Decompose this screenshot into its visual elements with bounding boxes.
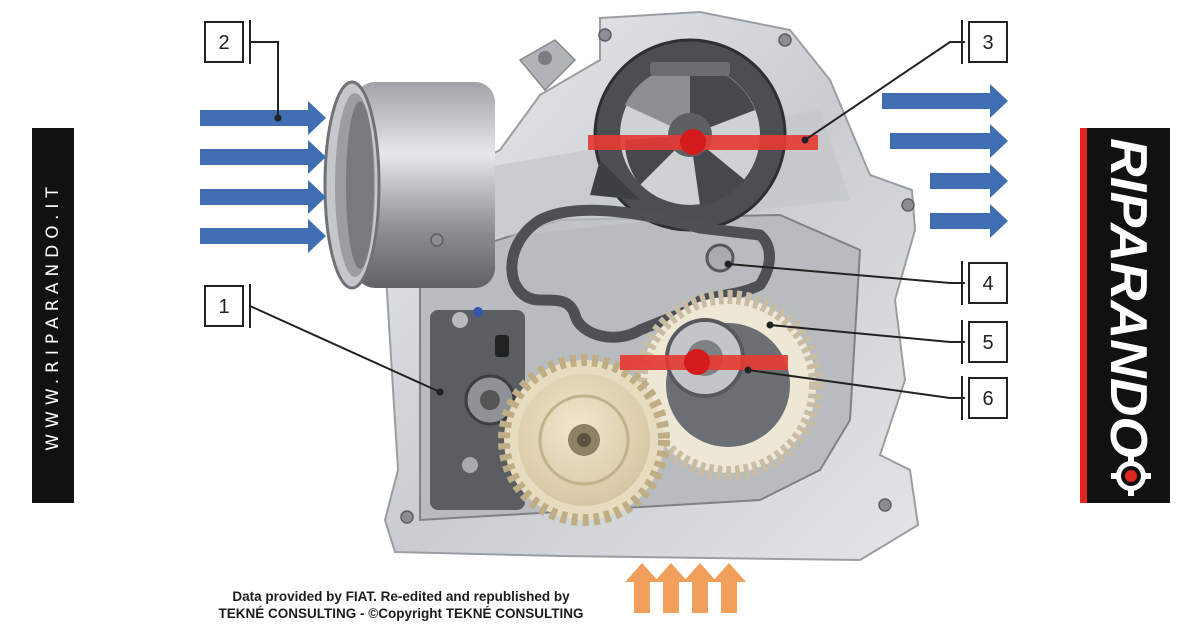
air-inlet-tube xyxy=(323,80,495,290)
credit-line-1: Data provided by FIAT. Re-edited and rep… xyxy=(232,589,570,604)
gear-icon xyxy=(1111,456,1151,496)
throttle-body-diagram: 1 2 3 4 5 6 xyxy=(200,10,1008,613)
callout-1-number: 1 xyxy=(218,296,229,318)
bottom-inlet-arrows xyxy=(625,563,746,613)
drive-gear xyxy=(498,354,670,526)
axis-markers xyxy=(588,129,818,375)
callout-4-number: 4 xyxy=(982,273,993,295)
callout-2-number: 2 xyxy=(218,32,229,54)
callout-6-number: 6 xyxy=(982,388,993,410)
callout-4: 4 xyxy=(961,261,1008,305)
leader-dots xyxy=(274,114,809,396)
riparando-logo: RIPARANDO xyxy=(1099,138,1157,496)
callout-6: 6 xyxy=(961,376,1008,420)
callout-5-number: 5 xyxy=(982,332,993,354)
callout-3: 3 xyxy=(961,20,1008,64)
copyright-credit: Data provided by FIAT. Re-edited and rep… xyxy=(176,588,626,622)
callout-5: 5 xyxy=(961,320,1008,364)
brand-wordmark: RIPARANDO xyxy=(1099,138,1157,458)
mounting-screws xyxy=(400,28,915,524)
airflow-in-arrows xyxy=(200,101,326,253)
throttle-gear-sector xyxy=(633,290,823,480)
callout-2: 2 xyxy=(204,20,251,64)
callout-3-number: 3 xyxy=(982,32,993,54)
credit-line-2: TEKNÉ CONSULTING - ©Copyright TEKNÉ CONS… xyxy=(218,606,584,621)
website-banner: WWW.RIPARANDO.IT xyxy=(32,128,74,503)
leader-lines xyxy=(249,41,965,399)
airflow-out-arrows xyxy=(882,84,1008,238)
brand-banner: RIPARANDO xyxy=(1080,128,1170,503)
callout-1: 1 xyxy=(204,284,251,328)
website-url: WWW.RIPARANDO.IT xyxy=(43,180,63,451)
